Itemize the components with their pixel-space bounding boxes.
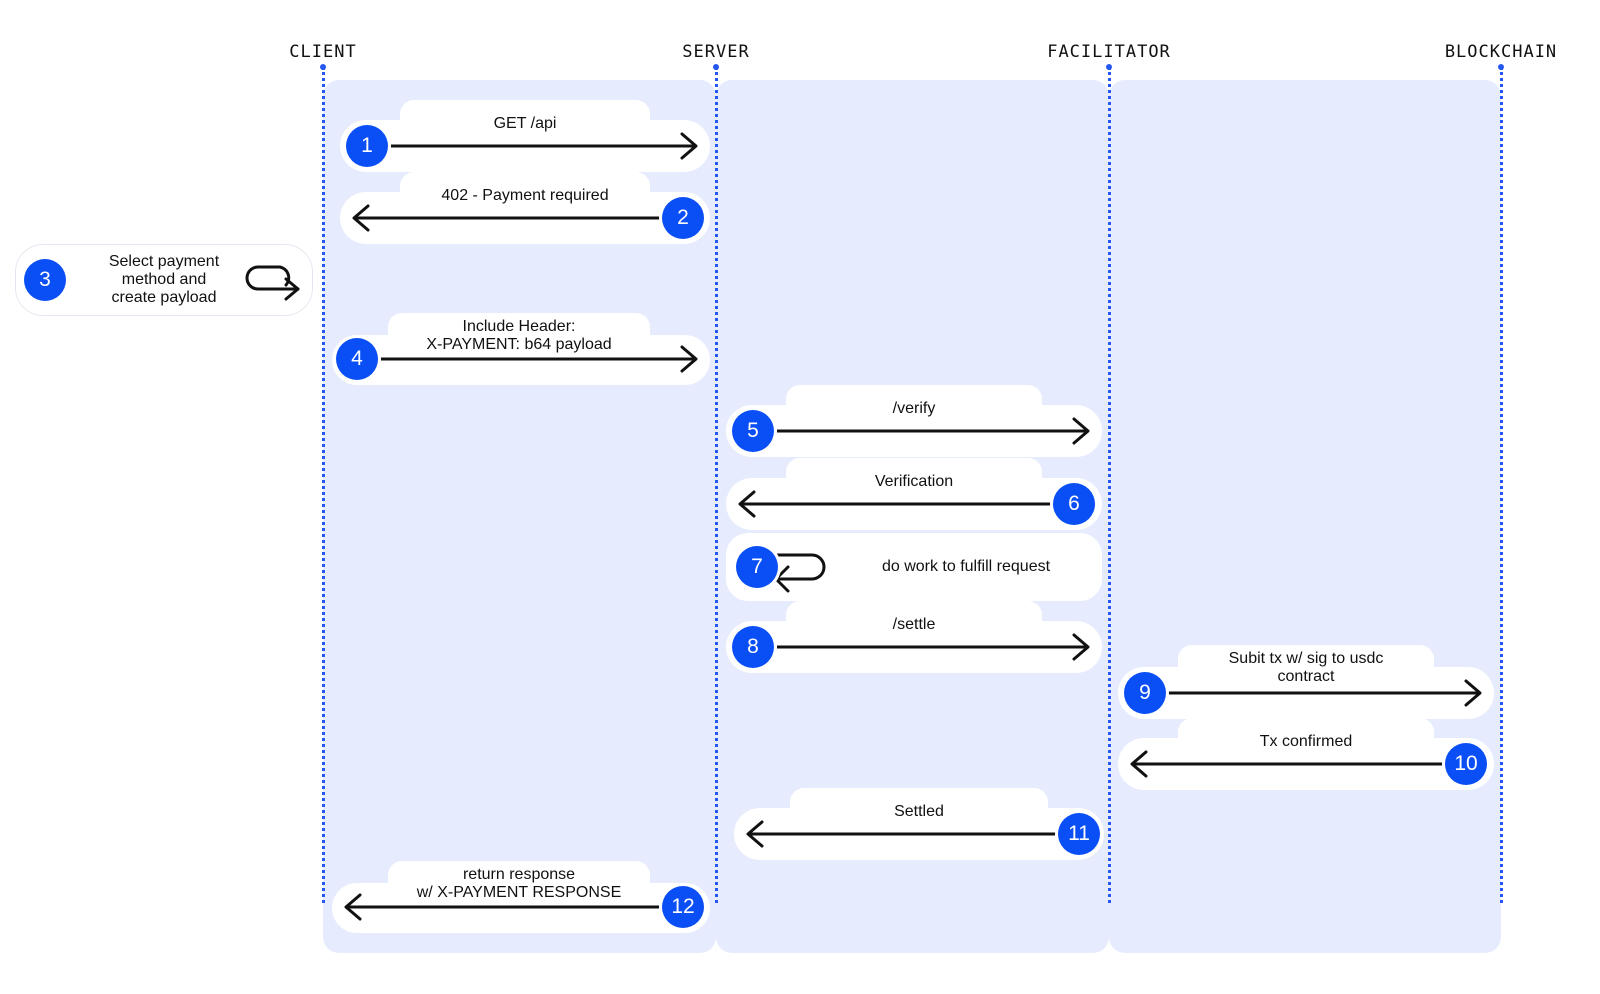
step-badge: 10 [1445,743,1487,785]
blockchain-lifeline-dot [1498,64,1504,70]
actor-blockchain: BLOCKCHAIN [1444,42,1558,62]
left-arrow-icon [352,204,670,232]
step-3-label: Select payment method and create payload [108,253,220,306]
message-step-10: Tx confirmed 10 [1118,718,1494,790]
right-arrow-icon [1158,679,1482,707]
left-arrow-icon [344,893,666,921]
blockchain-lifeline [1500,67,1503,903]
step-badge: 2 [662,197,704,239]
step-badge: 1 [346,125,388,167]
left-arrow-icon [738,490,1062,518]
step-3-card: 3 Select payment method and create paylo… [15,244,313,316]
right-arrow-icon [380,132,698,160]
message-label: Settled [894,803,944,820]
facilitator-lifeline [1108,67,1111,903]
step-badge: 8 [732,626,774,668]
step-badge: 7 [736,546,778,588]
step-badge: 9 [1124,672,1166,714]
message-step-12: return response w/ X-PAYMENT RESPONSE 12 [332,861,710,933]
step-badge: 4 [336,338,378,380]
left-arrow-icon [746,820,1064,848]
right-arrow-icon [766,633,1090,661]
return-loop-icon [764,553,826,593]
step-badge: 5 [732,410,774,452]
right-arrow-icon [766,417,1090,445]
server-lifeline-dot [713,64,719,70]
message-step-9: Subit tx w/ sig to usdc contract 9 [1118,645,1494,719]
server-lifeline [715,67,718,903]
message-label: Verification [874,473,954,490]
message-label: do work to fulfill request [881,558,1051,575]
message-label: 402 - Payment required [441,187,609,204]
message-label: GET /api [493,115,557,132]
facilitator-blockchain-lane [1109,80,1501,953]
step-badge: 3 [24,259,66,301]
message-label: Subit tx w/ sig to usdc contract [1228,650,1384,685]
message-step-11: Settled 11 [734,788,1104,860]
message-step-4: Include Header: X-PAYMENT: b64 payload 4 [332,313,710,385]
step-badge: 11 [1058,813,1100,855]
actor-facilitator: FACILITATOR [1047,42,1171,62]
client-lifeline [322,67,325,903]
message-step-1: GET /api 1 [340,100,710,172]
message-label: Include Header: X-PAYMENT: b64 payload [426,318,612,353]
facilitator-lifeline-dot [1106,64,1112,70]
message-label: /verify [892,400,936,417]
left-arrow-icon [1130,750,1454,778]
message-label: /settle [892,616,936,633]
right-arrow-icon [372,345,698,373]
message-step-8: /settle 8 [726,601,1102,673]
message-step-5: /verify 5 [726,385,1102,457]
message-step-6: Verification 6 [726,458,1102,530]
message-step-2: 402 - Payment required 2 [340,172,710,244]
message-step-7: do work to fulfill request 7 [726,533,1102,601]
return-loop-icon [245,265,300,301]
actor-client: CLIENT [289,42,357,62]
message-label: Tx confirmed [1259,733,1353,750]
step-badge: 6 [1053,483,1095,525]
client-lifeline-dot [320,64,326,70]
message-label: return response w/ X-PAYMENT RESPONSE [416,866,622,901]
step-badge: 12 [662,886,704,928]
actor-server: SERVER [682,42,750,62]
